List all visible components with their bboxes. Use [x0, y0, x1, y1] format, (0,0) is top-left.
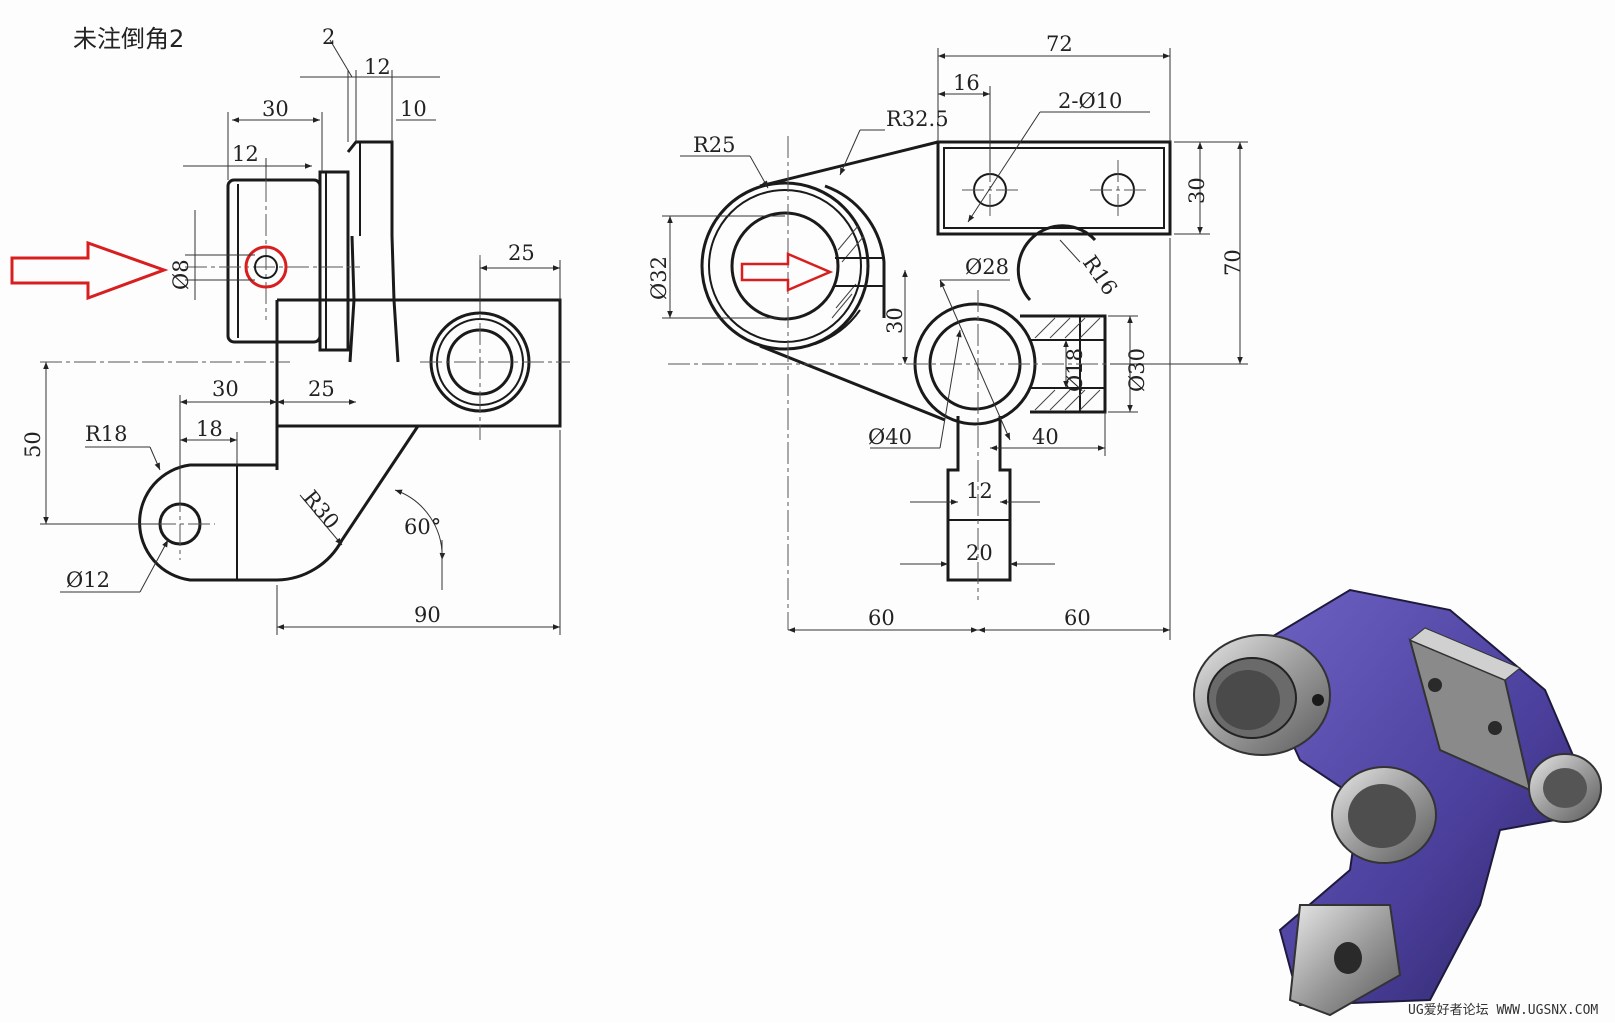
dim-60-right: 60	[1064, 606, 1091, 630]
dim-50: 50	[21, 431, 45, 458]
red-circle-highlight-icon	[244, 245, 288, 289]
dim-2-phi10: 2-Ø10	[1058, 89, 1122, 113]
dim-10: 10	[400, 97, 427, 121]
dim-phi12: Ø12	[66, 568, 110, 592]
dim-40: 40	[1032, 425, 1059, 449]
top-view: 72 16 2-Ø10 R32.5 R25 30 70 Ø32 Ø28 R16 …	[647, 32, 1248, 640]
dim-30-top: 30	[262, 97, 289, 121]
dim-70: 70	[1221, 249, 1245, 276]
watermark: UG爱好者论坛 WWW.UGSNX.COM	[1408, 1003, 1598, 1018]
dim-phi28: Ø28	[965, 255, 1009, 279]
dim-phi32: Ø32	[647, 256, 671, 300]
dim-r32-5: R32.5	[886, 107, 949, 131]
dim-60-left: 60	[868, 606, 895, 630]
dim-r18: R18	[85, 422, 128, 446]
dim-20: 20	[966, 541, 993, 565]
dim-16: 16	[953, 71, 980, 95]
dim-90: 90	[414, 603, 441, 627]
dim-phi30: Ø30	[1125, 348, 1149, 392]
iso-model-render	[1193, 588, 1602, 1017]
dim-12: 12	[966, 479, 993, 503]
dim-30-mid-top: 30	[883, 307, 907, 334]
dim-phi40: Ø40	[868, 425, 912, 449]
red-outline-arrow-icon	[10, 240, 169, 301]
dim-12-top: 12	[364, 55, 391, 79]
dim-72: 72	[1046, 32, 1073, 56]
red-outline-arrow-icon	[740, 252, 834, 292]
dim-30-mid: 30	[212, 377, 239, 401]
dim-r25: R25	[693, 133, 736, 157]
dim-12-left: 12	[232, 142, 259, 166]
dim-2: 2	[322, 25, 335, 49]
dim-25-mid: 25	[308, 377, 335, 401]
dim-r30: R30	[298, 486, 344, 534]
dim-25-right: 25	[508, 241, 535, 265]
front-view: 2 12 10 30 12 Ø8 25 30 25 R18 18 50 R30 …	[10, 25, 570, 635]
dim-60deg: 60°	[404, 515, 441, 539]
dim-30-right: 30	[1185, 177, 1209, 204]
dim-r16: R16	[1078, 251, 1122, 300]
chamfer-note: 未注倒角2	[73, 25, 184, 53]
dim-phi8: Ø8	[169, 259, 193, 290]
dim-18: 18	[196, 417, 223, 441]
dim-phi18: Ø18	[1063, 348, 1087, 392]
